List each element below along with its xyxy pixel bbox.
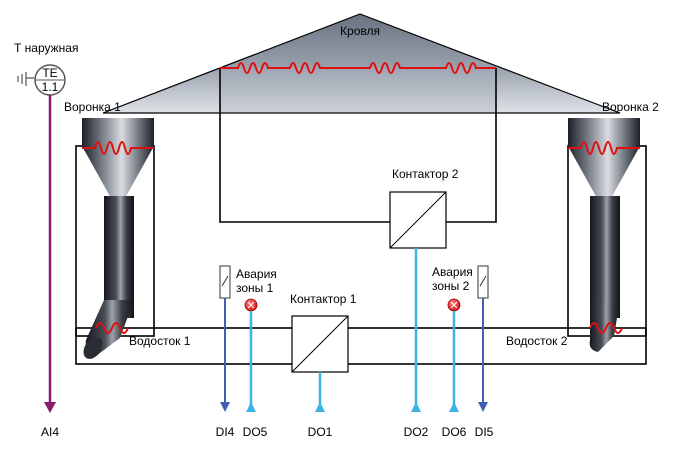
alarm-zone-1: Авария зоны 1 [219, 265, 277, 412]
contactor-1: Контактор 1 [290, 292, 357, 412]
signal-do5: DO5 [243, 425, 268, 439]
sensor-number-label: 1.1 [42, 80, 59, 94]
signal-di5: DI5 [475, 425, 494, 439]
downpipe-2-label: Водосток 2 [506, 334, 568, 348]
funnel-2-label: Воронка 2 [602, 100, 659, 114]
roof-heating-cable [220, 62, 496, 74]
switch-icon [219, 265, 231, 299]
building-frame [75, 145, 647, 365]
alarm-zone-1-line1: Авария [236, 267, 277, 281]
signal-di4: DI4 [216, 425, 235, 439]
switch-icon [477, 265, 489, 299]
signal-ai4: AI4 [41, 425, 59, 439]
io-signal-labels: AI4 DI4 DO5 DO1 DO2 DO6 DI5 [41, 425, 494, 439]
outdoor-temperature-sensor: Т наружная TE 1.1 [14, 41, 78, 413]
funnel-1-label: Воронка 1 [64, 100, 121, 114]
funnel-2: Воронка 2 Водосток 2 [506, 100, 659, 352]
contactor-2-label: Контактор 2 [392, 167, 459, 181]
contactor-2: Контактор 2 [389, 167, 459, 412]
funnel-1: Воронка 1 Водосток 1 [64, 100, 191, 359]
signal-do6: DO6 [442, 425, 467, 439]
roof: Кровля [102, 13, 621, 223]
alarm-zone-2-line2: зоны 2 [432, 279, 470, 293]
contactor-1-label: Контактор 1 [290, 292, 357, 306]
temp-outside-label: Т наружная [14, 41, 78, 55]
downpipe-1-label: Водосток 1 [129, 334, 191, 348]
alarm-zone-2: Авария зоны 2 [432, 265, 489, 412]
roof-label: Кровля [340, 24, 380, 38]
alarm-zone-2-line1: Авария [432, 265, 473, 279]
sensor-tag-label: TE [42, 66, 57, 80]
signal-do1: DO1 [308, 425, 333, 439]
signal-do2: DO2 [404, 425, 429, 439]
alarm-zone-1-line2: зоны 1 [236, 281, 274, 295]
